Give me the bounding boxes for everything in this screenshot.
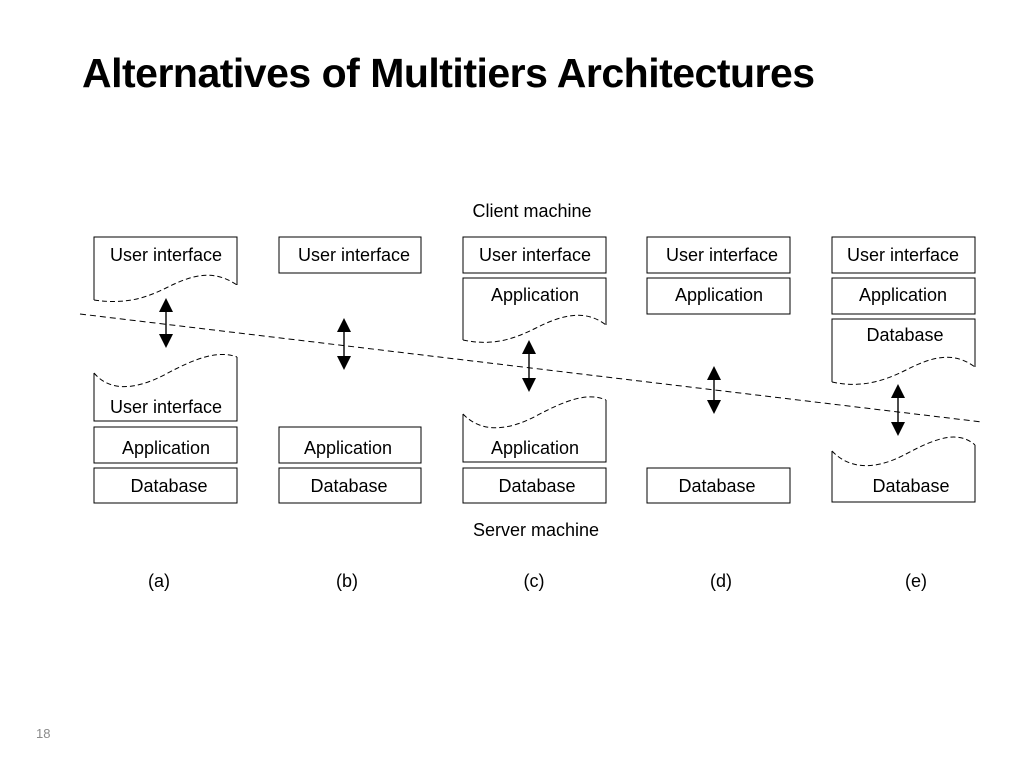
server-tier-database: Database (831, 436, 976, 503)
client-tier-database: Database (831, 318, 976, 385)
client-machine-label: Client machine (472, 201, 591, 221)
tier-label: Application (859, 285, 947, 305)
configuration-c: User interface Application Application D… (462, 236, 607, 591)
configuration-caption: (b) (336, 571, 358, 591)
server-tier-application: Application (278, 426, 422, 464)
tier-label: User interface (666, 245, 778, 265)
configuration-e: User interface Application Database Data… (831, 236, 976, 591)
configuration-d: User interface Application Database (d) (646, 236, 791, 591)
server-tier-database: Database (278, 467, 422, 504)
server-tier-database: Database (462, 467, 607, 504)
double-arrow-icon (337, 318, 351, 370)
tier-label: Database (866, 325, 943, 345)
tier-label: User interface (110, 397, 222, 417)
double-arrow-icon (522, 340, 536, 392)
server-tier-application: Application (462, 396, 607, 463)
client-tier-user-interface: User interface (646, 236, 791, 274)
slide-title: Alternatives of Multitiers Architectures (82, 50, 815, 96)
tier-label: Application (491, 438, 579, 458)
tier-label: User interface (110, 245, 222, 265)
client-tier-user-interface: User interface (462, 236, 607, 274)
tier-label: Database (130, 476, 207, 496)
client-tier-user-interface: User interface (93, 236, 238, 302)
configuration-b: User interface Application Database (b) (278, 236, 422, 591)
client-tier-user-interface: User interface (831, 236, 976, 274)
tier-label: Application (675, 285, 763, 305)
client-tier-application: Application (646, 277, 791, 315)
double-arrow-icon (891, 384, 905, 436)
tier-label: User interface (847, 245, 959, 265)
double-arrow-icon (159, 298, 173, 348)
tier-label: Database (310, 476, 387, 496)
tier-label: Database (872, 476, 949, 496)
client-tier-user-interface: User interface (278, 236, 422, 274)
client-tier-application: Application (831, 277, 976, 315)
server-tier-application: Application (93, 426, 238, 464)
tier-label: Application (491, 285, 579, 305)
tier-label: Application (122, 438, 210, 458)
tier-label: User interface (479, 245, 591, 265)
server-tier-user-interface: User interface (93, 353, 238, 422)
configuration-caption: (e) (905, 571, 927, 591)
server-machine-label: Server machine (473, 520, 599, 540)
tier-label: Database (678, 476, 755, 496)
double-arrow-icon (707, 366, 721, 414)
server-tier-database: Database (646, 467, 791, 504)
configuration-caption: (c) (524, 571, 545, 591)
page-number: 18 (36, 726, 51, 741)
client-server-divider (79, 313, 983, 423)
tier-label: Database (498, 476, 575, 496)
configuration-caption: (a) (148, 571, 170, 591)
tier-label: Application (304, 438, 392, 458)
configuration-a: User interface User interface Applicatio… (93, 236, 238, 591)
configuration-caption: (d) (710, 571, 732, 591)
client-tier-application: Application (462, 277, 607, 343)
server-tier-database: Database (93, 467, 238, 504)
tier-label: User interface (298, 245, 410, 265)
